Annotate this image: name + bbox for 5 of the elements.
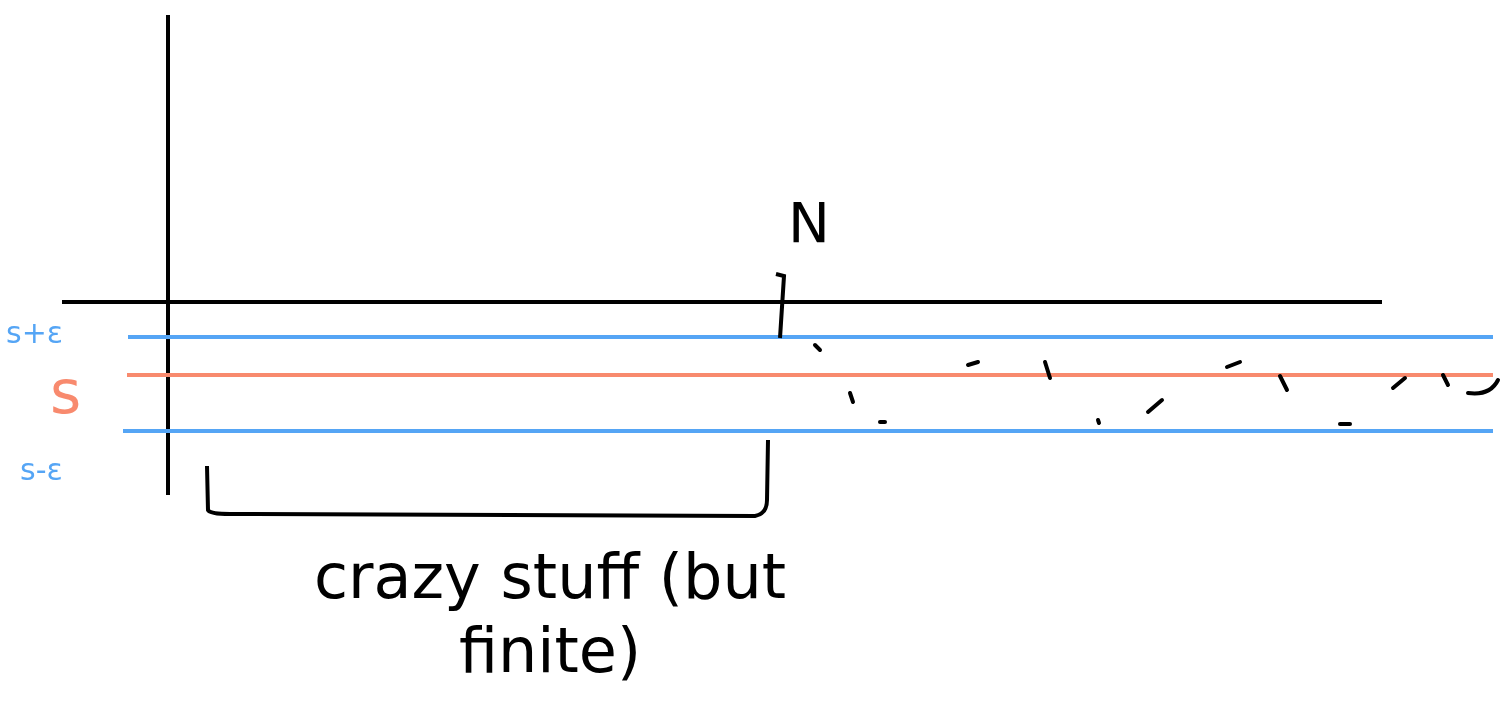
limit-label: s bbox=[50, 362, 82, 422]
bracket-label: crazy stuff (but finite) bbox=[313, 540, 787, 689]
index-label: N bbox=[788, 195, 830, 251]
lower-bound-label: s-ε bbox=[20, 455, 63, 485]
upper-bound-label: s+ε bbox=[6, 318, 63, 348]
